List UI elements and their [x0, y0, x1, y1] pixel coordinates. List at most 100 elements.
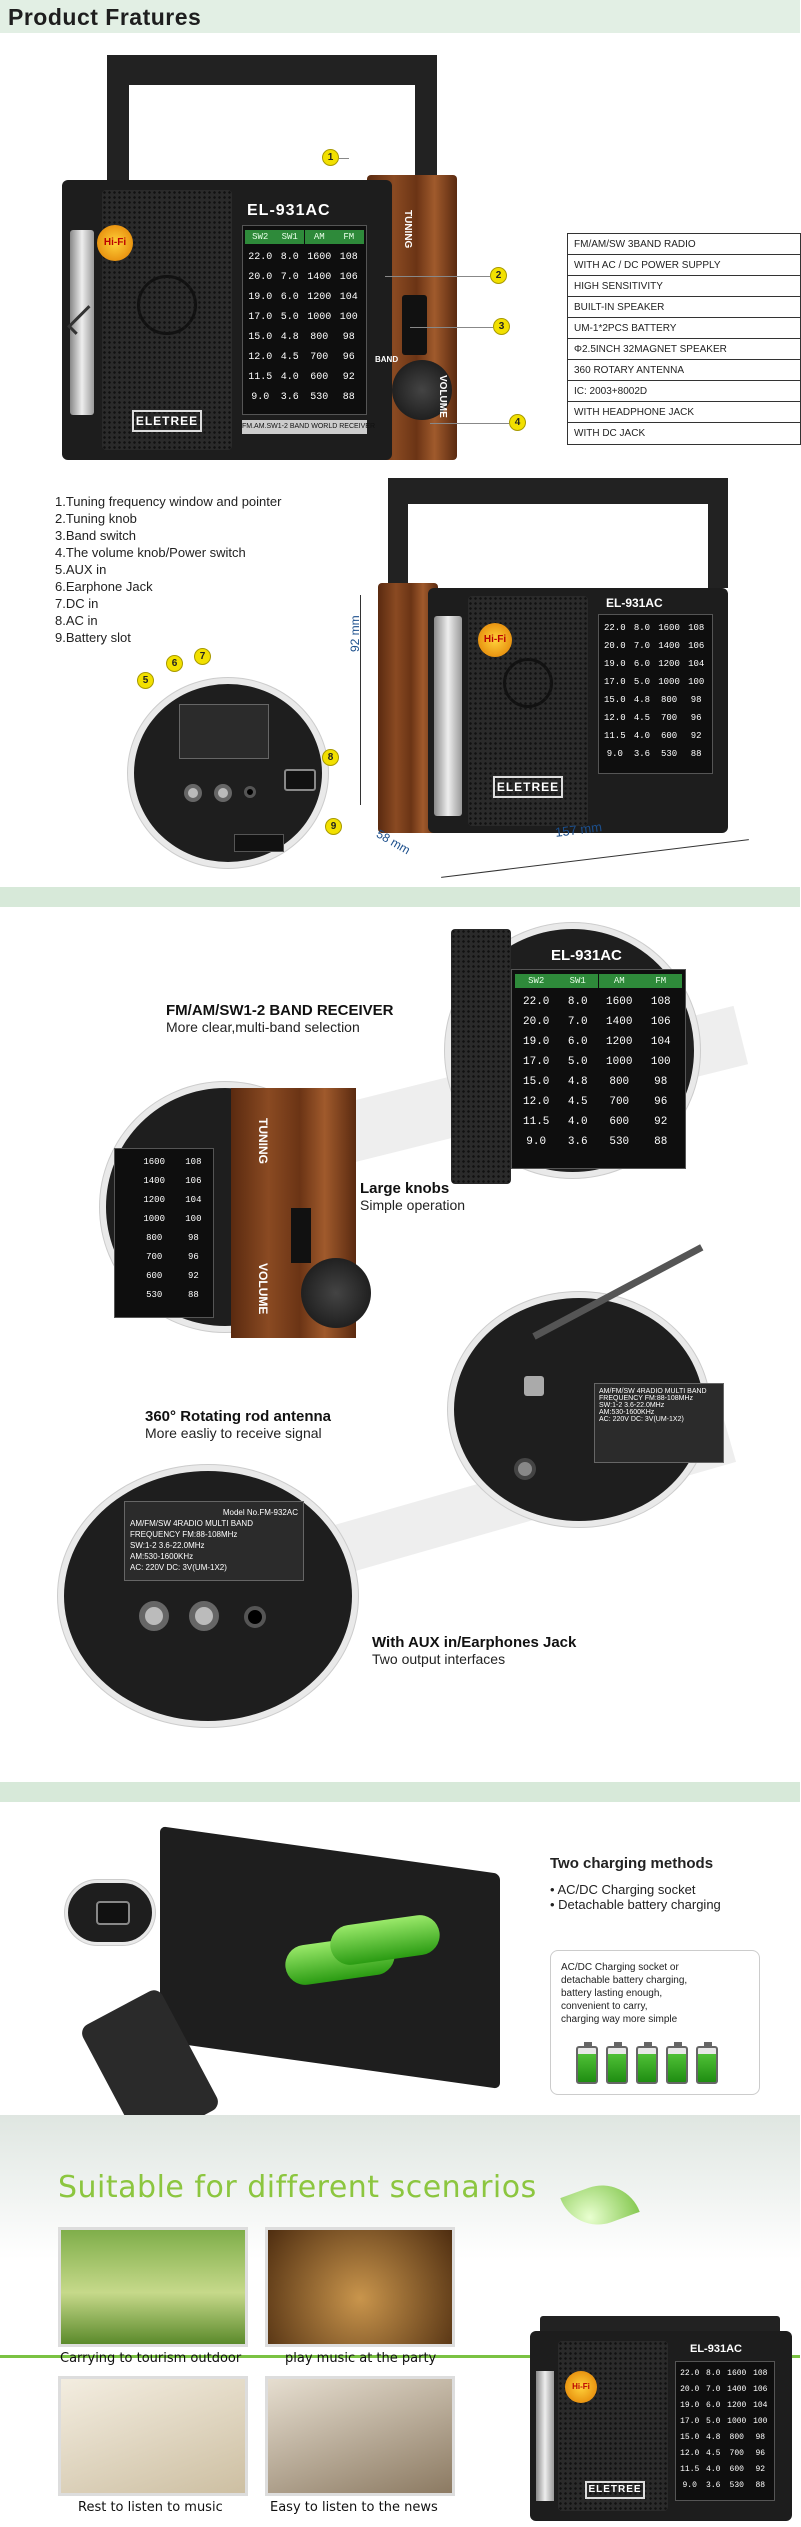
- left-chrome-strip: [70, 230, 94, 415]
- charging-bullet: AC/DC Charging socket: [557, 1882, 696, 1897]
- band-switch[interactable]: [402, 295, 427, 355]
- dial-value: 104: [650, 1036, 671, 1048]
- callout-1-line: [339, 158, 349, 159]
- dial-value: 104: [339, 292, 358, 303]
- dial-value: 106: [185, 1176, 202, 1186]
- dial-value: 98: [187, 1233, 199, 1243]
- ac-socket[interactable]: [284, 769, 316, 791]
- note-line: battery lasting enough,: [561, 1988, 663, 1999]
- dial-value: 700: [310, 352, 329, 363]
- hifi-badge: Hi-Fi: [478, 623, 512, 657]
- ac-socket[interactable]: [96, 1901, 130, 1925]
- band-switch[interactable]: [291, 1208, 311, 1263]
- dc-jack[interactable]: [244, 1606, 266, 1628]
- dial-value: 96: [755, 2449, 766, 2458]
- label-line: AM/FM/SW 4RADIO MULTI BAND: [599, 1388, 707, 1395]
- hifi-badge-label: Hi-Fi: [103, 237, 127, 248]
- jack-closeup: Model No.FM-932AC AM/FM/SW 4RADIO MULTI …: [58, 1465, 358, 1727]
- battery-slot: [234, 834, 284, 852]
- dial-value: 4.8: [567, 1076, 588, 1088]
- volume-knob[interactable]: [392, 360, 452, 420]
- dial-value: 11.5: [680, 2465, 700, 2474]
- charging-title: Two charging methods: [550, 1855, 714, 1872]
- dial-value: 17.0: [604, 677, 626, 687]
- volume-knob[interactable]: [301, 1258, 371, 1328]
- dial-value: 96: [187, 1252, 199, 1262]
- dial-value: 22.0: [523, 996, 550, 1008]
- page-title: Product Fratures: [8, 4, 202, 30]
- scenario-caption: Rest to listen to music: [78, 2500, 223, 2515]
- dial-value: 530: [310, 392, 329, 403]
- feature-antenna: 360° Rotating rod antenna More easliy to…: [145, 1408, 331, 1441]
- feature-title: 360° Rotating rod antenna: [145, 1408, 332, 1425]
- dial-value: 4.8: [633, 695, 651, 705]
- dial-value: 98: [755, 2433, 766, 2442]
- dial-value: 700: [146, 1252, 163, 1262]
- dial-value: 600: [660, 731, 678, 741]
- note-line: charging way more simple: [561, 2014, 678, 2025]
- dial-value: 19.0: [523, 1036, 550, 1048]
- speaker-cone: [503, 658, 553, 708]
- model-name: EL-931AC: [247, 202, 331, 219]
- list-item: 8.AC in: [55, 613, 98, 628]
- dial-value: 1000: [307, 312, 332, 323]
- model-name: EL-931AC: [551, 947, 622, 964]
- dial-value: 700: [609, 1096, 630, 1108]
- parts-list: 1.Tuning frequency window and pointer 2.…: [55, 493, 395, 646]
- list-item: 4.The volume knob/Power switch: [55, 545, 246, 560]
- dial-value: 3.6: [706, 2481, 721, 2490]
- dial-value: 96: [342, 352, 355, 363]
- list-item: 2.Tuning knob: [55, 511, 137, 526]
- dial-value: 9.0: [526, 1136, 547, 1148]
- dial-value: 1000: [143, 1214, 165, 1224]
- left-chrome-strip: [536, 2371, 554, 2501]
- charging-bullet: Detachable battery charging: [558, 1897, 721, 1912]
- earphone-jack[interactable]: [214, 784, 232, 802]
- spec-row: WITH HEADPHONE JACK: [568, 402, 800, 423]
- dial-value: 1000: [727, 2417, 747, 2426]
- dial-value: 7.0: [280, 272, 299, 283]
- list-item: 6.Earphone Jack: [55, 579, 153, 594]
- spec-row: WITH AC / DC POWER SUPPLY: [568, 255, 800, 276]
- mount-screw: [514, 1458, 536, 1480]
- dial-value: 4.5: [633, 713, 651, 723]
- dial-value: 9.0: [682, 2481, 697, 2490]
- dial-value: 11.5: [604, 731, 626, 741]
- dial-value: 1400: [143, 1176, 165, 1186]
- charging-note-card: AC/DC Charging socket or detachable batt…: [550, 1950, 760, 2095]
- label-model: Model No.FM-932AC: [222, 1508, 298, 1517]
- callout-3-line: [410, 327, 493, 328]
- label-line: AM:530-1600KHz: [130, 1552, 194, 1561]
- speaker-cone: [137, 275, 197, 335]
- aux-jack[interactable]: [139, 1601, 169, 1631]
- dial-value: 7.0: [706, 2385, 721, 2394]
- earphone-jack[interactable]: [189, 1601, 219, 1631]
- antenna-hinge: [524, 1376, 544, 1396]
- dial-value: 4.8: [280, 332, 299, 343]
- aux-jack[interactable]: [184, 784, 202, 802]
- dial-value: 92: [654, 1116, 668, 1128]
- callout-8: 8: [322, 749, 339, 766]
- dial-header-sw1: SW1: [556, 974, 599, 988]
- rear-label-sticker: AM/FM/SW 4RADIO MULTI BAND FREQUENCY FM:…: [594, 1383, 724, 1463]
- dial-value: 108: [753, 2369, 768, 2378]
- dc-jack[interactable]: [244, 786, 256, 798]
- dial-value: 1400: [727, 2385, 747, 2394]
- dial-value: 800: [729, 2433, 744, 2442]
- dial-value: 12.0: [523, 1096, 550, 1108]
- feature-title: Large knobs: [360, 1180, 450, 1197]
- label-line: AM:530-1600KHz: [599, 1409, 655, 1416]
- scenario-photo-outdoor: [58, 2227, 248, 2347]
- tuning-label: TUNING: [256, 1118, 270, 1164]
- dial-value: 8.0: [280, 252, 299, 263]
- callout-5: 5: [137, 672, 154, 689]
- dial-header-fm: FM: [334, 230, 364, 244]
- dial-value: 4.0: [280, 372, 299, 383]
